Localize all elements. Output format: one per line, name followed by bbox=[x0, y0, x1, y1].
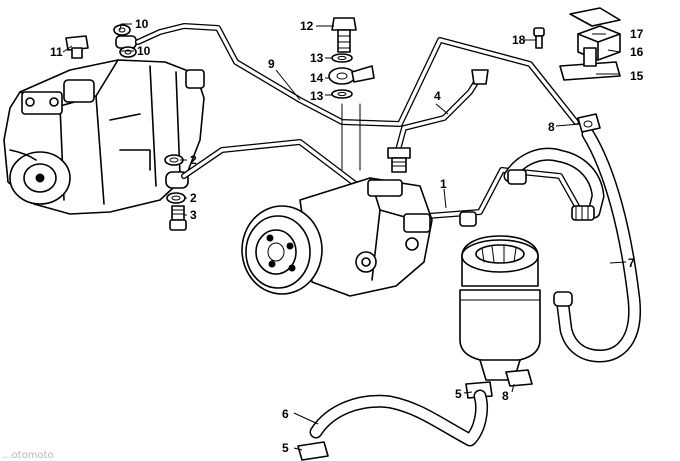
banjo-fitting-14 bbox=[328, 65, 375, 85]
seal-13-lower bbox=[331, 89, 353, 99]
oil-reservoir bbox=[459, 235, 541, 381]
callout-1: 1 bbox=[440, 177, 447, 191]
seal-13-upper bbox=[331, 53, 353, 63]
callout-8-upper: 8 bbox=[548, 120, 555, 134]
supply-hose-7 bbox=[555, 127, 642, 363]
steering-gear-box bbox=[3, 59, 205, 215]
bleed-screw bbox=[65, 35, 89, 59]
reservoir-bracket bbox=[559, 7, 621, 81]
washer-lower bbox=[119, 46, 137, 58]
alignment-guide bbox=[341, 103, 361, 171]
callout-8-lower: 8 bbox=[502, 389, 509, 403]
callout-14: 14 bbox=[310, 71, 324, 85]
callout-10-upper: 10 bbox=[135, 17, 149, 31]
banjo-fitting-left bbox=[115, 35, 137, 49]
banjo-bolt-12 bbox=[331, 17, 357, 53]
hose-fittings bbox=[459, 169, 595, 227]
callout-5-reservoir: 5 bbox=[455, 387, 462, 401]
watermark: ...otomoto bbox=[2, 450, 54, 461]
callout-10-lower: 10 bbox=[137, 44, 151, 58]
callout-labels: 10 10 11 12 13 14 13 9 2 2 3 4 1 8 7 17 … bbox=[50, 17, 644, 455]
callout-6: 6 bbox=[282, 407, 289, 421]
callout-2-upper: 2 bbox=[190, 153, 197, 167]
hollow-bolt-3 bbox=[169, 205, 187, 231]
clamp-5-lower bbox=[297, 441, 329, 461]
callout-13-upper: 13 bbox=[310, 51, 324, 65]
leader-lines bbox=[62, 23, 627, 451]
washer-upper bbox=[113, 24, 131, 36]
callout-15: 15 bbox=[630, 69, 644, 83]
callout-3: 3 bbox=[190, 208, 197, 222]
pump-pulley bbox=[241, 205, 323, 295]
callout-12: 12 bbox=[300, 19, 314, 33]
pipe-union bbox=[387, 147, 411, 173]
clamp-8-hose bbox=[553, 291, 573, 307]
clamp-8-lower bbox=[505, 369, 533, 387]
callout-2-lower: 2 bbox=[190, 191, 197, 205]
return-hose-upper bbox=[503, 147, 605, 219]
callout-13-lower: 13 bbox=[310, 89, 324, 103]
callout-4: 4 bbox=[434, 89, 441, 103]
washer-2b bbox=[166, 192, 186, 204]
callout-9: 9 bbox=[268, 57, 275, 71]
pressure-pipe-4 bbox=[395, 69, 489, 153]
callout-17: 17 bbox=[630, 27, 644, 41]
callout-5-lower: 5 bbox=[282, 441, 289, 455]
return-hose-6 bbox=[309, 389, 489, 447]
screw-18 bbox=[533, 27, 545, 49]
clamp-8-upper bbox=[577, 113, 601, 133]
callout-16: 16 bbox=[630, 45, 644, 59]
callout-7: 7 bbox=[628, 256, 635, 270]
callout-18: 18 bbox=[512, 33, 526, 47]
power-steering-pump bbox=[299, 177, 433, 297]
callout-11: 11 bbox=[50, 45, 63, 59]
